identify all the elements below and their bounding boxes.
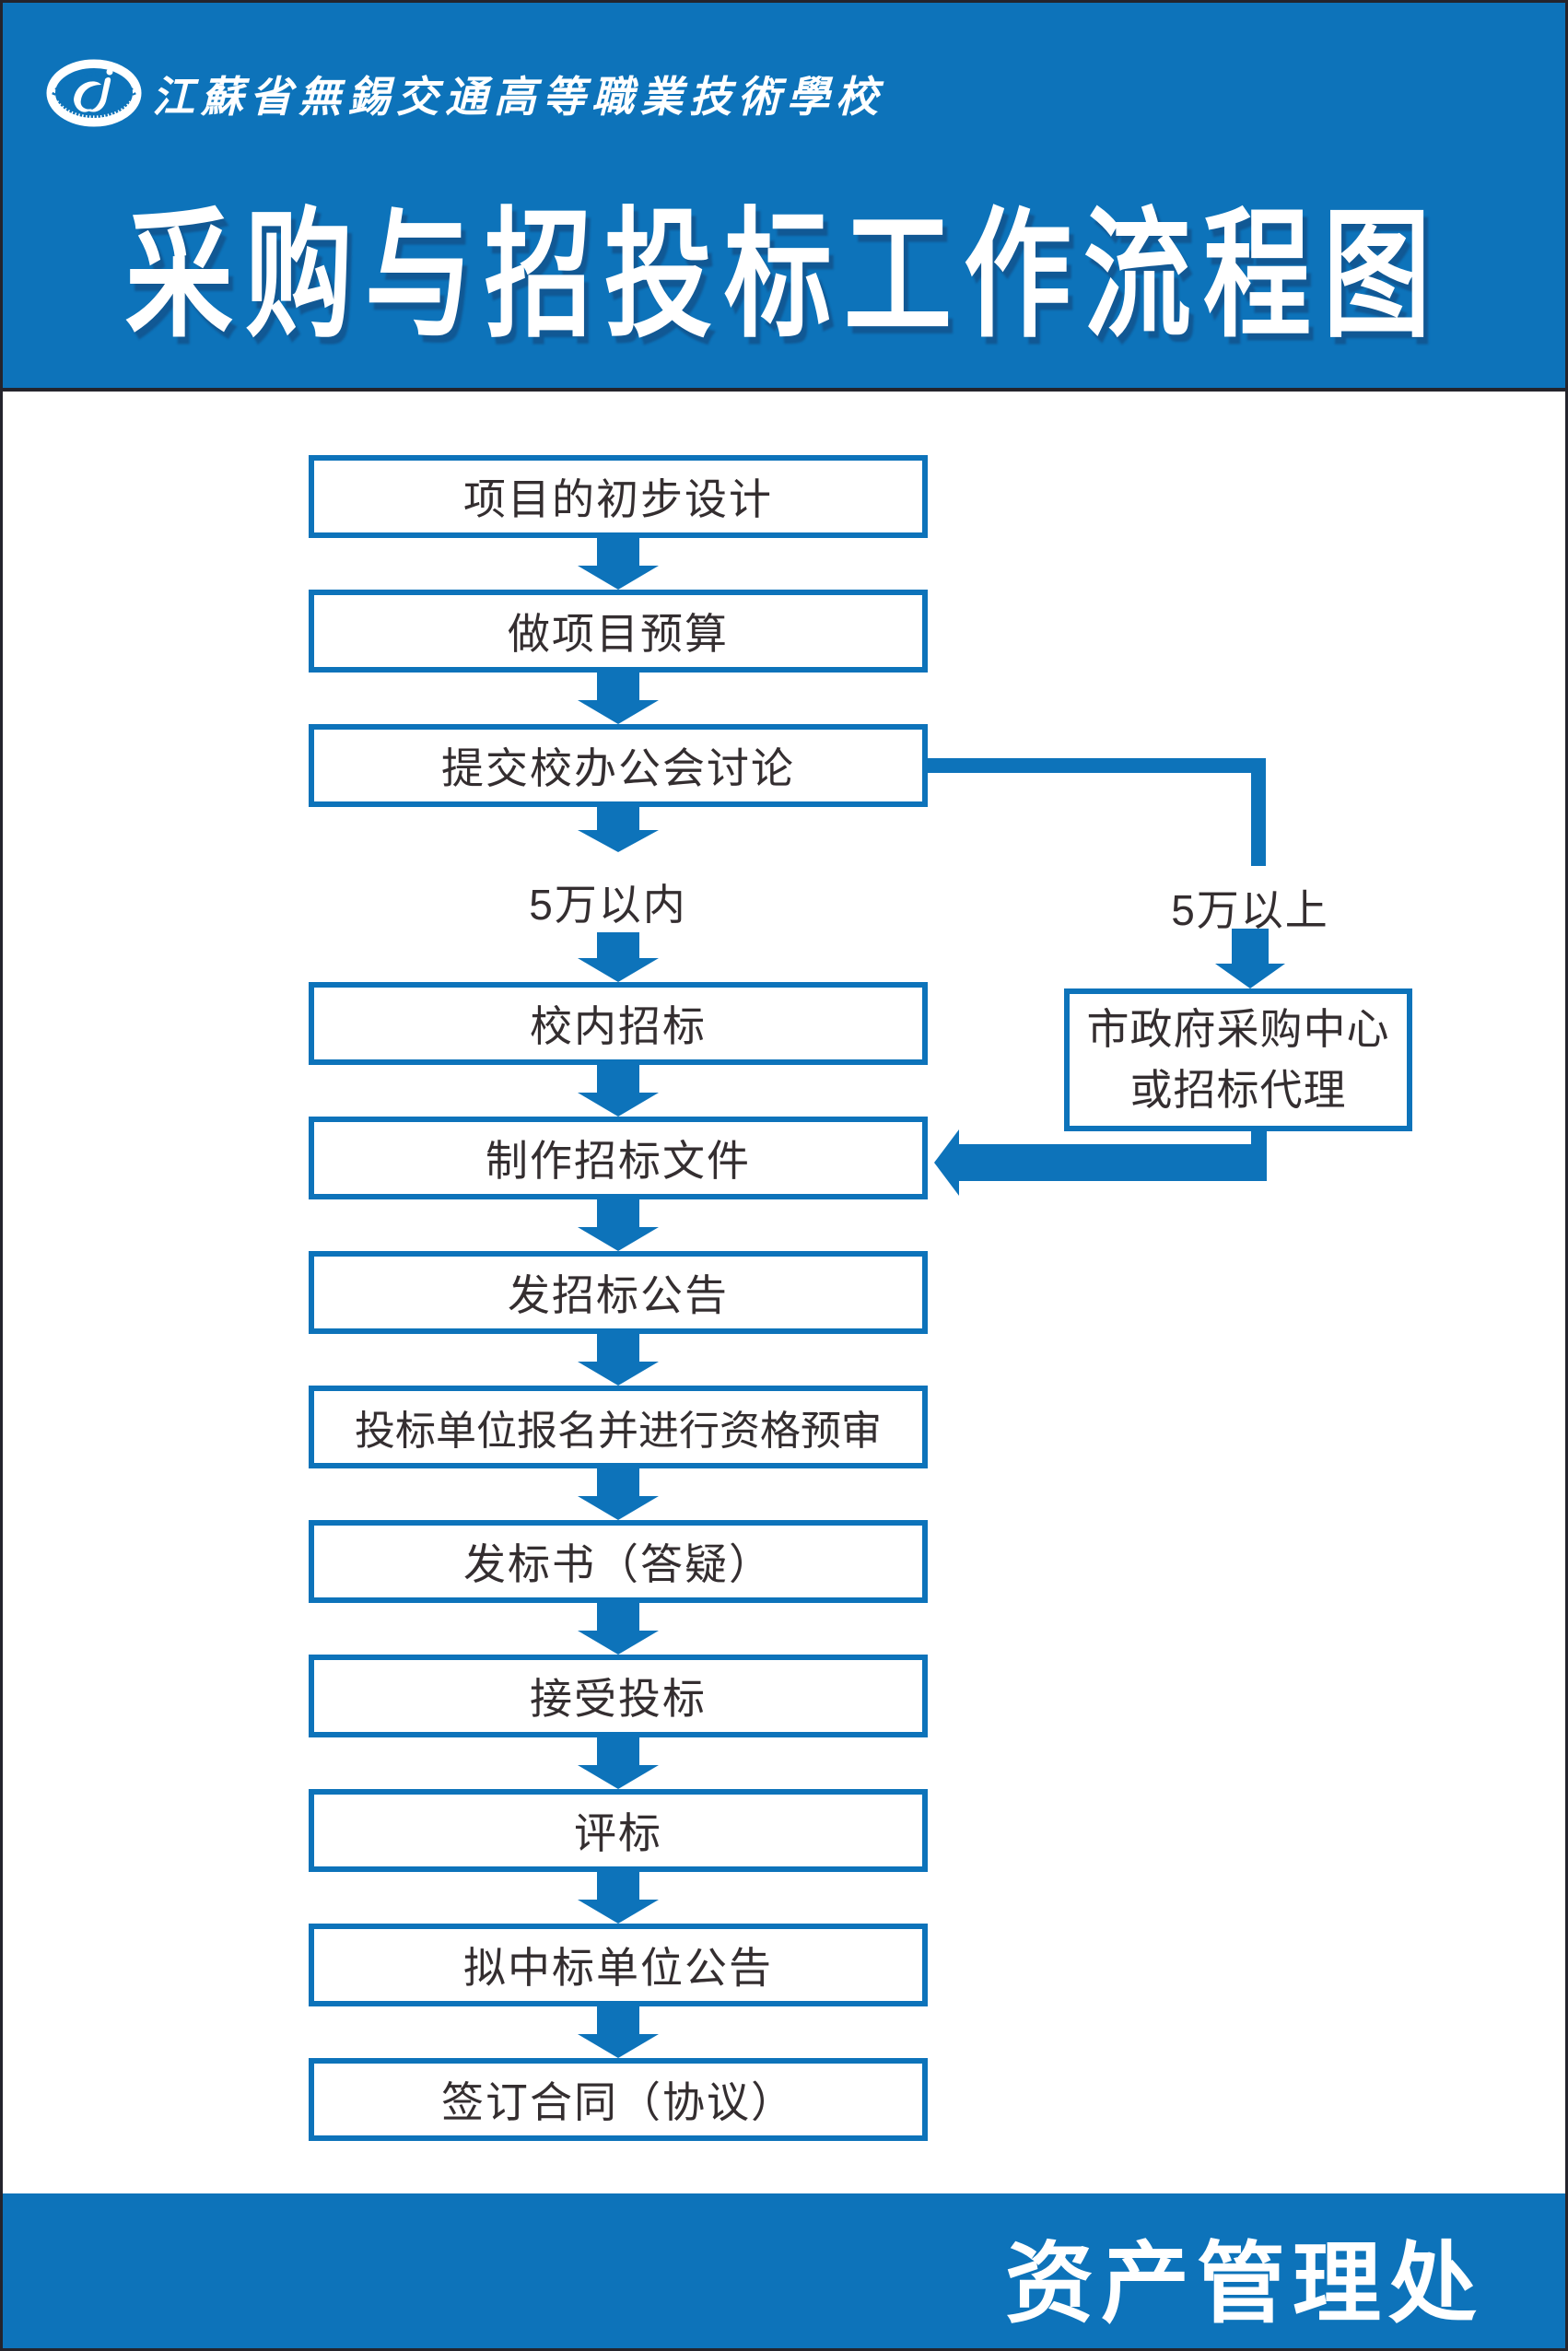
flow-step-sign-contract: 签订合同（协议）: [309, 2058, 928, 2141]
flow-arrow-down-icon: [578, 2006, 659, 2058]
flow-arrow-down-icon: [578, 1603, 659, 1655]
page-title: 采购与招投标工作流程图: [124, 200, 1443, 356]
header-band: 江蘇省無錫交通高等職業技術學校 采购与招投标工作流程图: [0, 0, 1568, 392]
flow-arrow-left-icon: [934, 1129, 959, 1196]
flow-arrow-down-icon: [1210, 929, 1291, 988]
flow-step-issue-tender: 发标书（答疑）: [309, 1520, 928, 1603]
side-box-line2: 或招标代理: [1129, 1065, 1347, 1114]
flow-step-bid-evaluation: 评标: [309, 1789, 928, 1872]
connector-right-from-meeting: [928, 758, 1266, 773]
branch-label-over-50k: 5万以上: [1171, 886, 1329, 934]
flow-step-accept-bids: 接受投标: [309, 1655, 928, 1737]
flow-arrow-down-icon: [578, 1065, 659, 1117]
flow-arrow-down-icon: [578, 1199, 659, 1251]
flow-step-winner-notice: 拟中标单位公告: [309, 1924, 928, 2006]
left-arrow-shaft: [958, 1144, 1267, 1181]
footer-band: 资产管理处: [0, 2193, 1568, 2351]
flow-arrow-down-icon: [578, 1872, 659, 1924]
flow-step-office-meeting: 提交校办公会讨论: [309, 724, 928, 807]
flow-arrow-down-icon: [578, 1334, 659, 1386]
flow-step-prequalification: 投标单位报名并进行资格预审: [309, 1386, 928, 1468]
flow-step-bid-documents: 制作招标文件: [309, 1117, 928, 1199]
department-name: 资产管理处: [1005, 2235, 1484, 2333]
flow-arrow-down-icon: [578, 1468, 659, 1520]
flow-step-preliminary-design: 项目的初步设计: [309, 455, 928, 538]
flow-arrow-down-icon: [578, 538, 659, 590]
school-logo-icon: [46, 59, 142, 127]
school-name: 江蘇省無錫交通高等職業技術學校: [152, 74, 884, 121]
flow-arrow-down-icon: [578, 807, 659, 852]
flow-step-city-procurement-center: 市政府采购中心 或招标代理: [1064, 988, 1412, 1131]
flow-arrow-down-icon: [578, 932, 659, 982]
flow-arrow-down-icon: [578, 673, 659, 724]
flow-step-bid-announcement: 发招标公告: [309, 1251, 928, 1334]
side-box-line1: 市政府采购中心: [1086, 1005, 1390, 1054]
connector-down-to-over-50k: [1251, 758, 1266, 866]
flow-step-project-budget: 做项目预算: [309, 590, 928, 673]
flow-arrow-down-icon: [578, 1737, 659, 1789]
branch-label-under-50k: 5万以内: [529, 881, 687, 929]
flow-step-internal-bidding: 校内招标: [309, 982, 928, 1065]
